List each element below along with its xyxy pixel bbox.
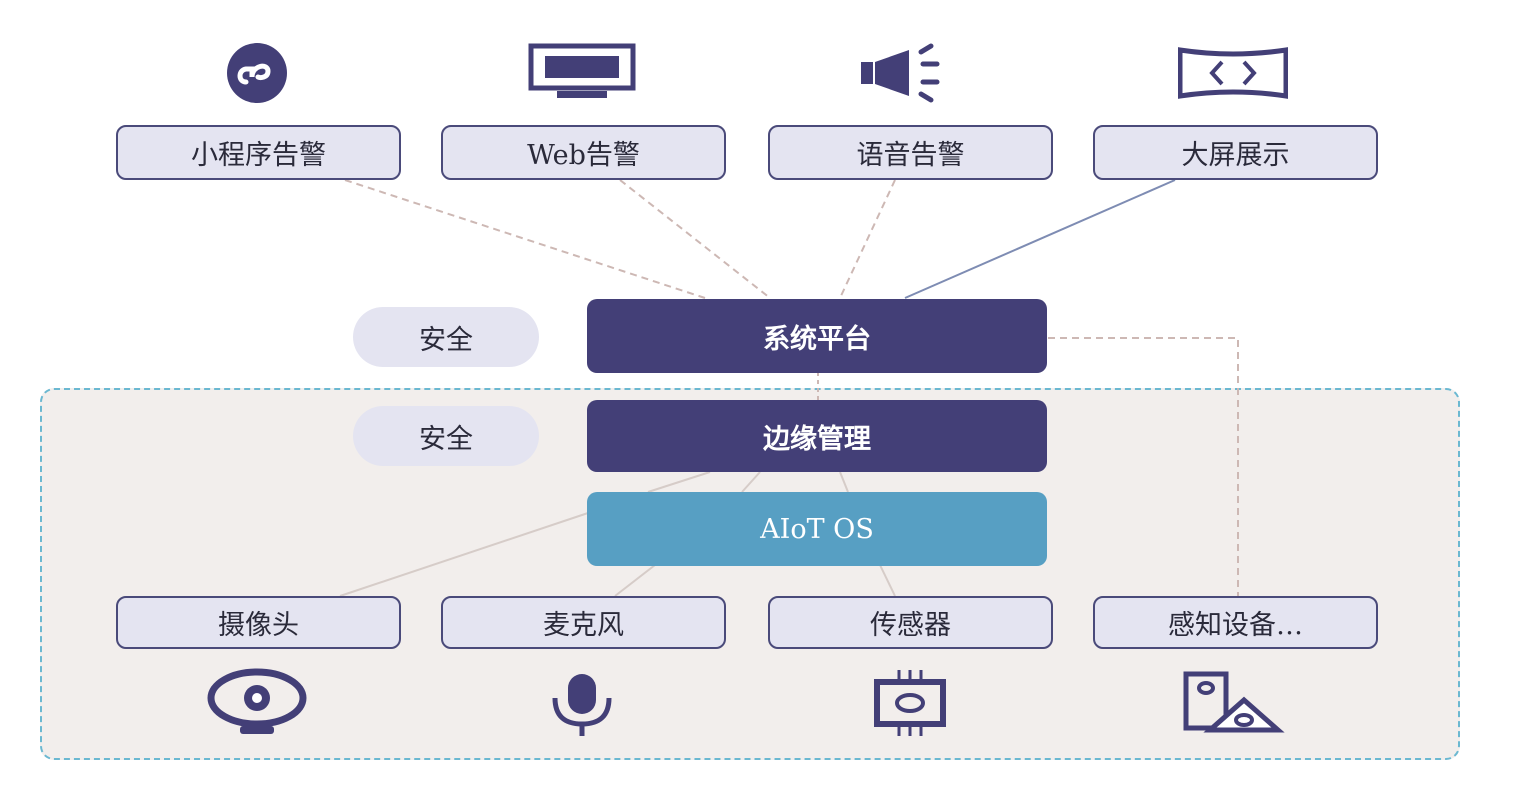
link-bigscreen-platform [904, 179, 1176, 299]
output-box-miniprogram: 小程序告警 [116, 125, 401, 180]
big-screen-icon [1178, 38, 1288, 108]
monitor-icon [527, 38, 637, 108]
perception-device-icon [1178, 668, 1288, 738]
system-platform-bar: 系统平台 [587, 299, 1047, 373]
device-box-sensor: 传感器 [768, 596, 1053, 649]
sensor-chip-icon [855, 668, 965, 738]
platform-security-pill: 安全 [353, 307, 539, 367]
microphone-icon [527, 668, 637, 738]
link-miniprogram-platform [344, 179, 706, 299]
output-box-voice: 语音告警 [768, 125, 1053, 180]
speaker-icon [855, 38, 965, 108]
mini-program-icon [202, 38, 312, 108]
aiot-os-bar: AIoT OS [587, 492, 1047, 566]
edge-management-bar: 边缘管理 [587, 400, 1047, 472]
edge-security-pill: 安全 [353, 406, 539, 466]
camera-icon [202, 668, 312, 738]
link-web-platform [619, 179, 771, 299]
output-box-web: Web告警 [441, 125, 726, 180]
device-box-perception: 感知设备… [1093, 596, 1378, 649]
device-box-camera: 摄像头 [116, 596, 401, 649]
link-voice-platform [839, 179, 896, 299]
device-box-microphone: 麦克风 [441, 596, 726, 649]
output-box-bigscreen: 大屏展示 [1093, 125, 1378, 180]
